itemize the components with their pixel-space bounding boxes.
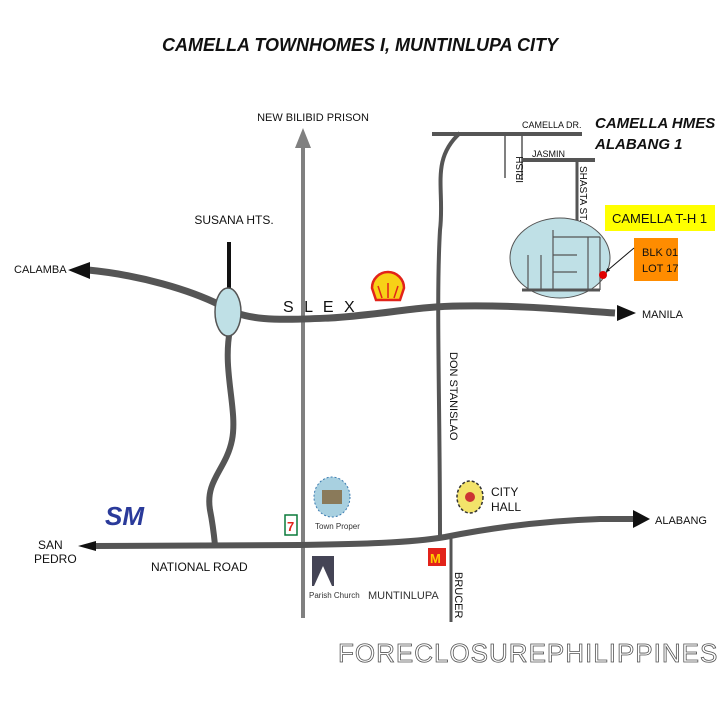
pedro-label: PEDRO [34, 552, 77, 566]
svg-text:7: 7 [287, 519, 294, 534]
brucer-label: BRUCER [452, 572, 464, 619]
lot-box [634, 238, 678, 281]
zone-streets [522, 230, 601, 292]
svg-text:M: M [430, 551, 441, 566]
city-label: CITY [491, 485, 518, 499]
shasta-label: SHASTA ST. [577, 166, 588, 222]
susana-label: SUSANA HTS. [194, 213, 273, 227]
map-title: CAMELLA TOWNHOMES I, MUNTINLUPA CITY [162, 35, 560, 55]
town-proper-label: Town Proper [315, 522, 360, 531]
manila-label: MANILA [642, 309, 684, 321]
slex-road [87, 266, 616, 323]
calamba-arrow-icon [68, 262, 90, 279]
camella-th-label: CAMELLA T-H 1 [612, 211, 707, 226]
parish-label: Parish Church [309, 591, 360, 600]
don-stanislao-label: DON STANISLAO [447, 352, 459, 441]
shell-logo-icon [370, 270, 406, 302]
muntinlupa-label: MUNTINLUPA [368, 590, 439, 602]
national-road [94, 516, 635, 549]
blk-label: BLK 01 [642, 247, 678, 259]
hall-label: HALL [491, 500, 521, 514]
don-stanislao-road [436, 131, 462, 541]
seven-eleven-icon: 7 [284, 514, 298, 536]
interchange-road [206, 329, 237, 546]
san-label: SAN [38, 538, 63, 552]
camella-dr-label: CAMELLA DR. [522, 120, 582, 130]
new-bilibid-label: NEW BILIBID PRISON [257, 112, 369, 124]
manila-arrow-icon [617, 305, 636, 321]
mcdonalds-icon: M [428, 548, 446, 566]
jasmin-label: JASMIN [532, 149, 565, 159]
watermark: FORECLOSUREPHILIPPINES.COM [338, 638, 720, 668]
church-building-icon [322, 490, 342, 504]
pointer-arrow [605, 247, 635, 272]
camella-hmes-title: CAMELLA HMES [595, 115, 715, 132]
sm-logo-icon: SM [105, 501, 145, 531]
bilibid-road [295, 128, 311, 618]
alabang-arrow-icon [633, 510, 650, 528]
city-hall-seal-icon [456, 480, 484, 514]
camella-th-zone [509, 217, 611, 299]
interchange [214, 287, 242, 337]
irish-label: IRISH [515, 156, 526, 183]
camella-hmes-subtitle: ALABANG 1 [594, 136, 683, 153]
national-road-label: NATIONAL ROAD [151, 560, 248, 574]
camella-th-badge [605, 205, 715, 231]
lot-label: LOT 17 [642, 263, 679, 275]
lot-marker-icon [599, 271, 607, 279]
calamba-label: CALAMBA [14, 264, 67, 276]
parish-church-icon [312, 556, 334, 586]
san-pedro-arrow-icon [78, 541, 96, 551]
slex-label: S L E X [283, 299, 358, 316]
alabang-label: ALABANG [655, 515, 707, 527]
